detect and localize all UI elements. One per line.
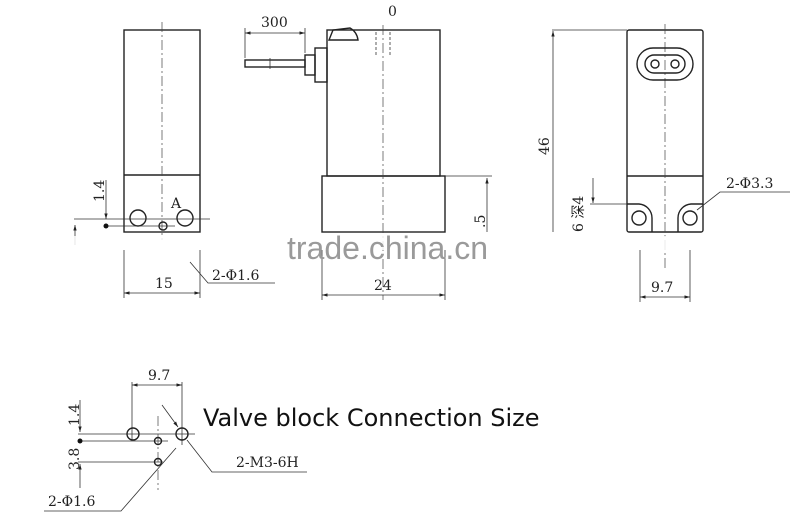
side-view: 1.4 A 15 2-Φ1.6 bbox=[73, 22, 275, 298]
end-view: 46 6 深4 2-Φ3.3 9.7 bbox=[537, 24, 790, 302]
connection-dim-a: 1.4 bbox=[67, 404, 83, 426]
connection-title: Valve block Connection Size bbox=[203, 404, 540, 432]
port-hole bbox=[129, 209, 147, 227]
port-hole-a bbox=[176, 209, 194, 227]
cable bbox=[244, 59, 306, 68]
end-hole-callout: 2-Φ3.3 bbox=[726, 176, 773, 192]
end-pitch-dim: 9.7 bbox=[651, 280, 673, 296]
cable-gland bbox=[314, 47, 328, 83]
connection-pitch-dim: 9.7 bbox=[148, 368, 170, 384]
watermark: trade.china.cn bbox=[287, 230, 488, 266]
cable-length-dim: 300 bbox=[261, 15, 288, 31]
right-dim: .5 bbox=[473, 215, 489, 228]
thread-hole bbox=[126, 427, 140, 441]
connection-size-view: 9.7 1.4 3.8 2-M3-6H 2-Φ1.6 Valve block C… bbox=[44, 368, 540, 512]
side-height-dim: 1.4 bbox=[92, 180, 108, 202]
mount-hole bbox=[631, 210, 647, 226]
end-height-dim: 46 bbox=[537, 137, 553, 155]
depth-dim: 6 深4 bbox=[571, 196, 587, 232]
thread-callout: 2-M3-6H bbox=[236, 455, 299, 471]
thread-hole bbox=[175, 427, 189, 441]
side-hole-callout: 2-Φ1.6 bbox=[212, 268, 259, 284]
port-label-a: A bbox=[170, 196, 182, 212]
pin-hole bbox=[153, 436, 163, 446]
connector-socket bbox=[636, 47, 694, 81]
top-dim: 0 bbox=[388, 4, 397, 20]
connection-dim-b: 3.8 bbox=[67, 448, 83, 470]
front-view: 300 0 .5 24 bbox=[244, 4, 492, 300]
pin-hole bbox=[153, 457, 163, 467]
mount-slot bbox=[627, 203, 653, 232]
side-width-dim: 15 bbox=[155, 276, 173, 292]
mount-hole bbox=[682, 210, 698, 226]
connection-hole-callout: 2-Φ1.6 bbox=[48, 494, 95, 510]
connector-cap bbox=[327, 27, 359, 41]
front-width-dim: 24 bbox=[374, 278, 392, 294]
